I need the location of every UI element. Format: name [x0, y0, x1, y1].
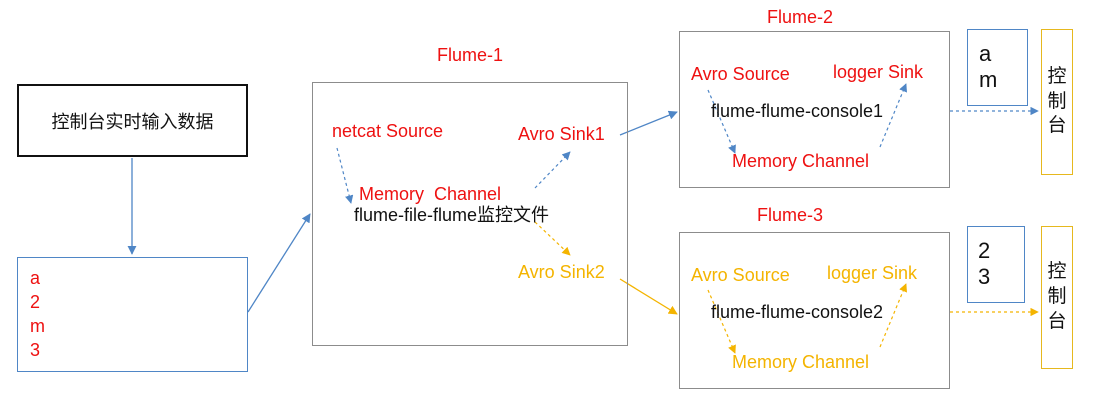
- input-data-list: a 2 m 3: [30, 266, 45, 362]
- flume2-box: [679, 31, 950, 188]
- arrow-sink2-to-flume3: [619, 278, 678, 315]
- flume3-memory-channel: Memory Channel: [732, 352, 870, 372]
- flume3-title: Flume-3: [757, 205, 824, 225]
- flume2-output-box: a m: [967, 29, 1028, 106]
- flume1-box: [312, 82, 628, 346]
- flume3-logger-sink: logger Sink: [827, 263, 918, 283]
- flume3-output-line: 2: [978, 238, 991, 263]
- console-char: 制: [1047, 286, 1067, 308]
- flume3-box: [679, 232, 950, 389]
- flume2-avro-source: Avro Source: [691, 64, 790, 84]
- flume1-title: Flume-1: [437, 45, 504, 65]
- arrow-channel-to-sink2: [534, 221, 571, 256]
- arrow-channel-to-sink1: [534, 151, 571, 189]
- arrow-data-to-flume1: [247, 213, 311, 313]
- flume3-output-box: 2 3: [967, 226, 1025, 303]
- flume1-avro-sink2: Avro Sink2: [518, 262, 605, 282]
- console-input-box: 控制台实时输入数据: [17, 84, 248, 157]
- flume2-memory-channel: Memory Channel: [732, 151, 870, 171]
- input-data-box: a 2 m 3: [17, 257, 248, 372]
- flume1-netcat-source: netcat Source: [332, 121, 444, 141]
- input-data-line: m: [30, 316, 45, 336]
- flume3-output-list: 2 3: [978, 238, 990, 290]
- arrow-sink1-to-flume2: [619, 110, 678, 136]
- flume1-memory-channel: Memory Channel: [359, 184, 502, 204]
- arrow-f2-channel-to-sink: [879, 83, 907, 148]
- input-data-line: 3: [30, 340, 41, 360]
- flume3-config-label: flume-flume-console2: [711, 302, 884, 322]
- flume2-console-box: 控 制 台: [1041, 29, 1073, 175]
- flume2-output-line: m: [979, 67, 998, 92]
- input-data-line: a: [30, 268, 41, 288]
- console-char: 台: [1047, 310, 1067, 332]
- console-char: 控: [1047, 261, 1067, 283]
- flume2-config-label: flume-flume-console1: [711, 101, 884, 121]
- flume2-output-list: a m: [979, 41, 997, 93]
- flume3-avro-source: Avro Source: [691, 265, 790, 285]
- flume3-console-box: 控 制 台: [1041, 226, 1073, 369]
- arrow-f3-channel-to-sink: [879, 283, 907, 348]
- flume2-title: Flume-2: [767, 7, 834, 27]
- console-input-label: 控制台实时输入数据: [51, 112, 214, 132]
- console-char: 制: [1047, 90, 1067, 112]
- flume1-config-label: flume-file-flume监控文件: [354, 205, 550, 225]
- console-char: 控: [1047, 65, 1067, 87]
- flume2-output-line: a: [979, 41, 992, 66]
- flume1-avro-sink1: Avro Sink1: [518, 124, 605, 144]
- flume3-output-line: 3: [978, 264, 991, 289]
- console-char: 台: [1047, 115, 1067, 137]
- flume2-logger-sink: logger Sink: [833, 62, 924, 82]
- input-data-line: 2: [30, 292, 41, 312]
